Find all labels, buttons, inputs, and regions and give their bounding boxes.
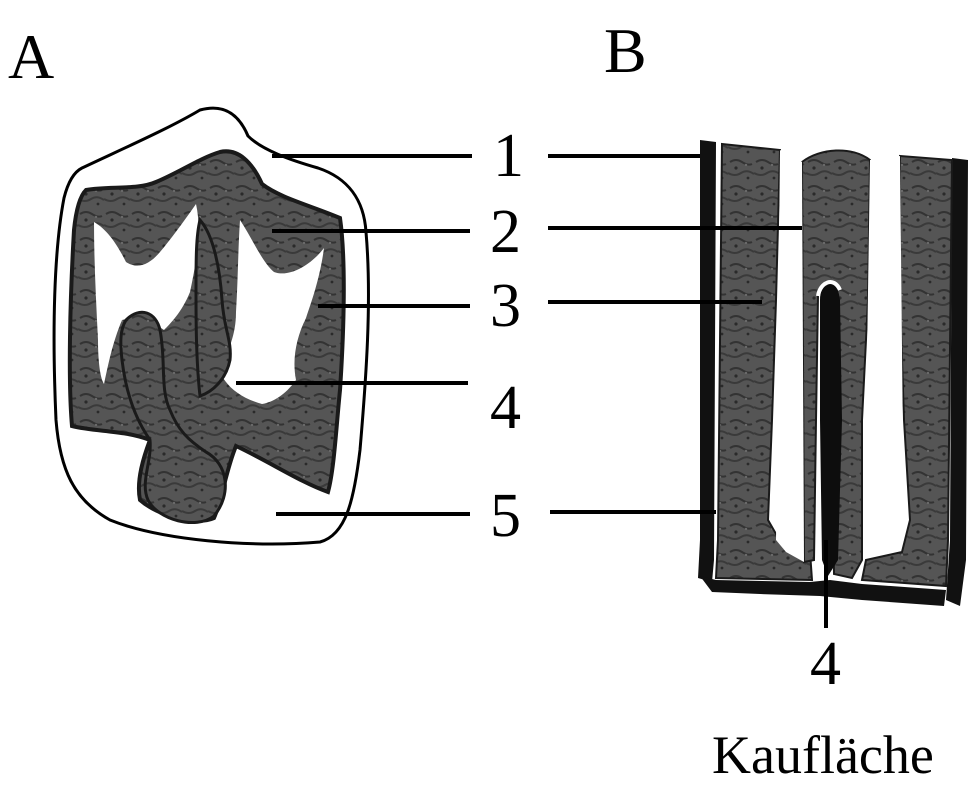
label-4: 4 <box>490 374 521 442</box>
label-4-bottom: 4 <box>810 630 841 698</box>
label-2: 2 <box>490 198 521 266</box>
label-1: 1 <box>493 122 524 190</box>
label-3: 3 <box>490 272 521 340</box>
fold-right <box>864 156 904 556</box>
cementum-left <box>698 140 716 582</box>
cross-section-a <box>54 108 368 544</box>
panel-label-b: B <box>604 15 647 86</box>
fold-left <box>776 150 804 562</box>
central-infold <box>820 283 842 576</box>
longitudinal-section-b <box>698 140 968 606</box>
panel-label-a: A <box>8 21 54 92</box>
caption-kauflache: Kaufläche <box>712 725 934 785</box>
label-5: 5 <box>490 482 521 550</box>
